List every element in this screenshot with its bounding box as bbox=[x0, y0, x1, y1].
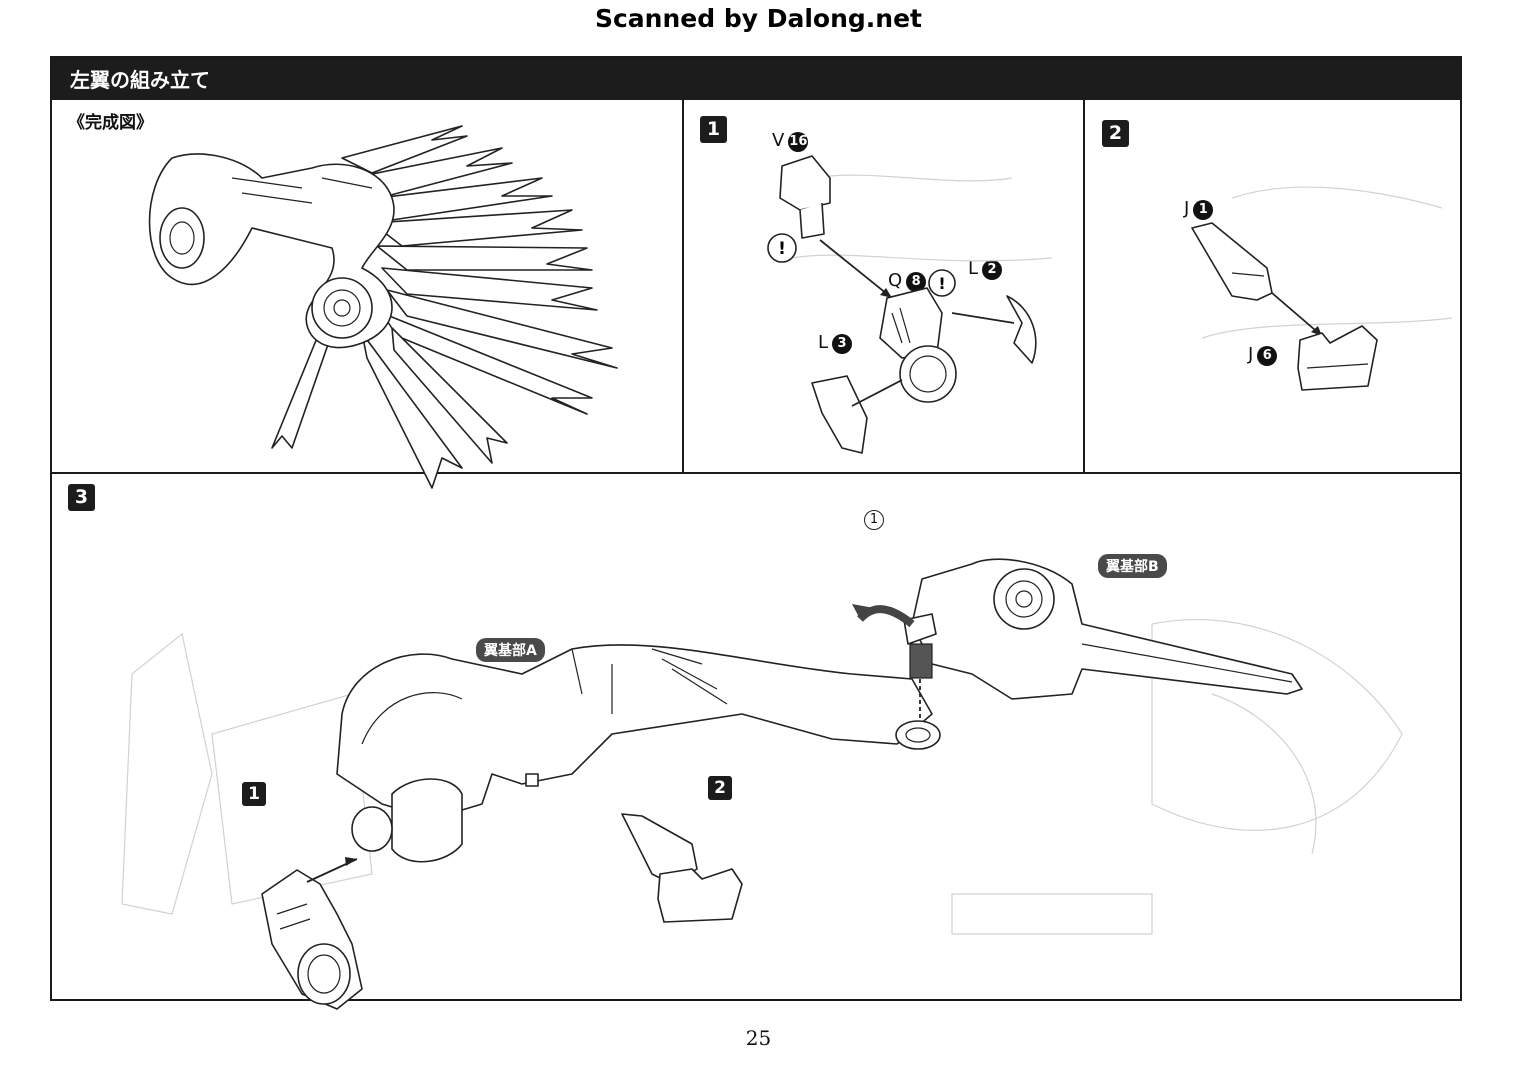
wing-base-b bbox=[903, 558, 1303, 700]
part-j1 bbox=[1191, 222, 1273, 301]
step-1-illustration: ! ! bbox=[767, 155, 1053, 454]
part-number: 16 bbox=[788, 132, 809, 152]
part-q8-ring bbox=[899, 345, 957, 403]
completed-view-label: 《完成図》 bbox=[68, 113, 153, 133]
wing-base-a bbox=[336, 644, 941, 863]
part-number: 8 bbox=[906, 272, 927, 292]
part-l2 bbox=[1006, 295, 1037, 364]
order-marker-1: 1 bbox=[864, 510, 884, 530]
caution-mark: ! bbox=[938, 274, 945, 293]
part-letter: J bbox=[1248, 344, 1254, 365]
completed-wing-illustration bbox=[148, 125, 618, 489]
wing-hand bbox=[159, 207, 205, 269]
panel-divider bbox=[52, 472, 1460, 474]
caution-icon bbox=[767, 233, 797, 263]
panel-divider bbox=[682, 100, 684, 474]
wing-feathers bbox=[271, 125, 618, 489]
panel-divider bbox=[1083, 100, 1085, 474]
step-2-illustration bbox=[1191, 186, 1453, 391]
substep-1-number: 1 bbox=[242, 782, 266, 806]
part-hand bbox=[261, 869, 363, 1010]
section-title: 左翼の組み立て bbox=[70, 68, 210, 92]
step-1-number: 1 bbox=[700, 116, 727, 143]
scan-credit: Scanned by Dalong.net bbox=[594, 4, 922, 33]
wing-base-b-tag: 翼基部B bbox=[1098, 554, 1167, 578]
step-3-illustration bbox=[121, 558, 1403, 1010]
section-title-bar: 左翼の組み立て bbox=[52, 58, 1460, 100]
part-letter: L bbox=[818, 332, 829, 353]
step-2-number: 2 bbox=[1102, 120, 1129, 147]
page-number: 25 bbox=[745, 1026, 772, 1050]
part-letter: J bbox=[1184, 198, 1190, 219]
part-number: 1 bbox=[1193, 200, 1214, 220]
part-number: 3 bbox=[832, 334, 853, 354]
wing-joint bbox=[311, 277, 373, 339]
part-l3 bbox=[811, 375, 868, 454]
substep-2-number: 2 bbox=[708, 776, 732, 800]
wing-base-a-tag: 翼基部A bbox=[476, 638, 545, 662]
step-3-number: 3 bbox=[68, 484, 95, 511]
background-ghost-lines bbox=[121, 619, 1403, 935]
part-number: 2 bbox=[982, 260, 1003, 280]
part-v16 bbox=[779, 155, 831, 211]
part-j6 bbox=[1297, 325, 1378, 391]
part-letter: L bbox=[968, 258, 979, 279]
part-number: 6 bbox=[1257, 346, 1278, 366]
part-letter: V bbox=[772, 130, 785, 151]
part-claw bbox=[621, 813, 743, 923]
caution-mark: ! bbox=[778, 239, 786, 259]
part-letter: Q bbox=[888, 270, 903, 291]
